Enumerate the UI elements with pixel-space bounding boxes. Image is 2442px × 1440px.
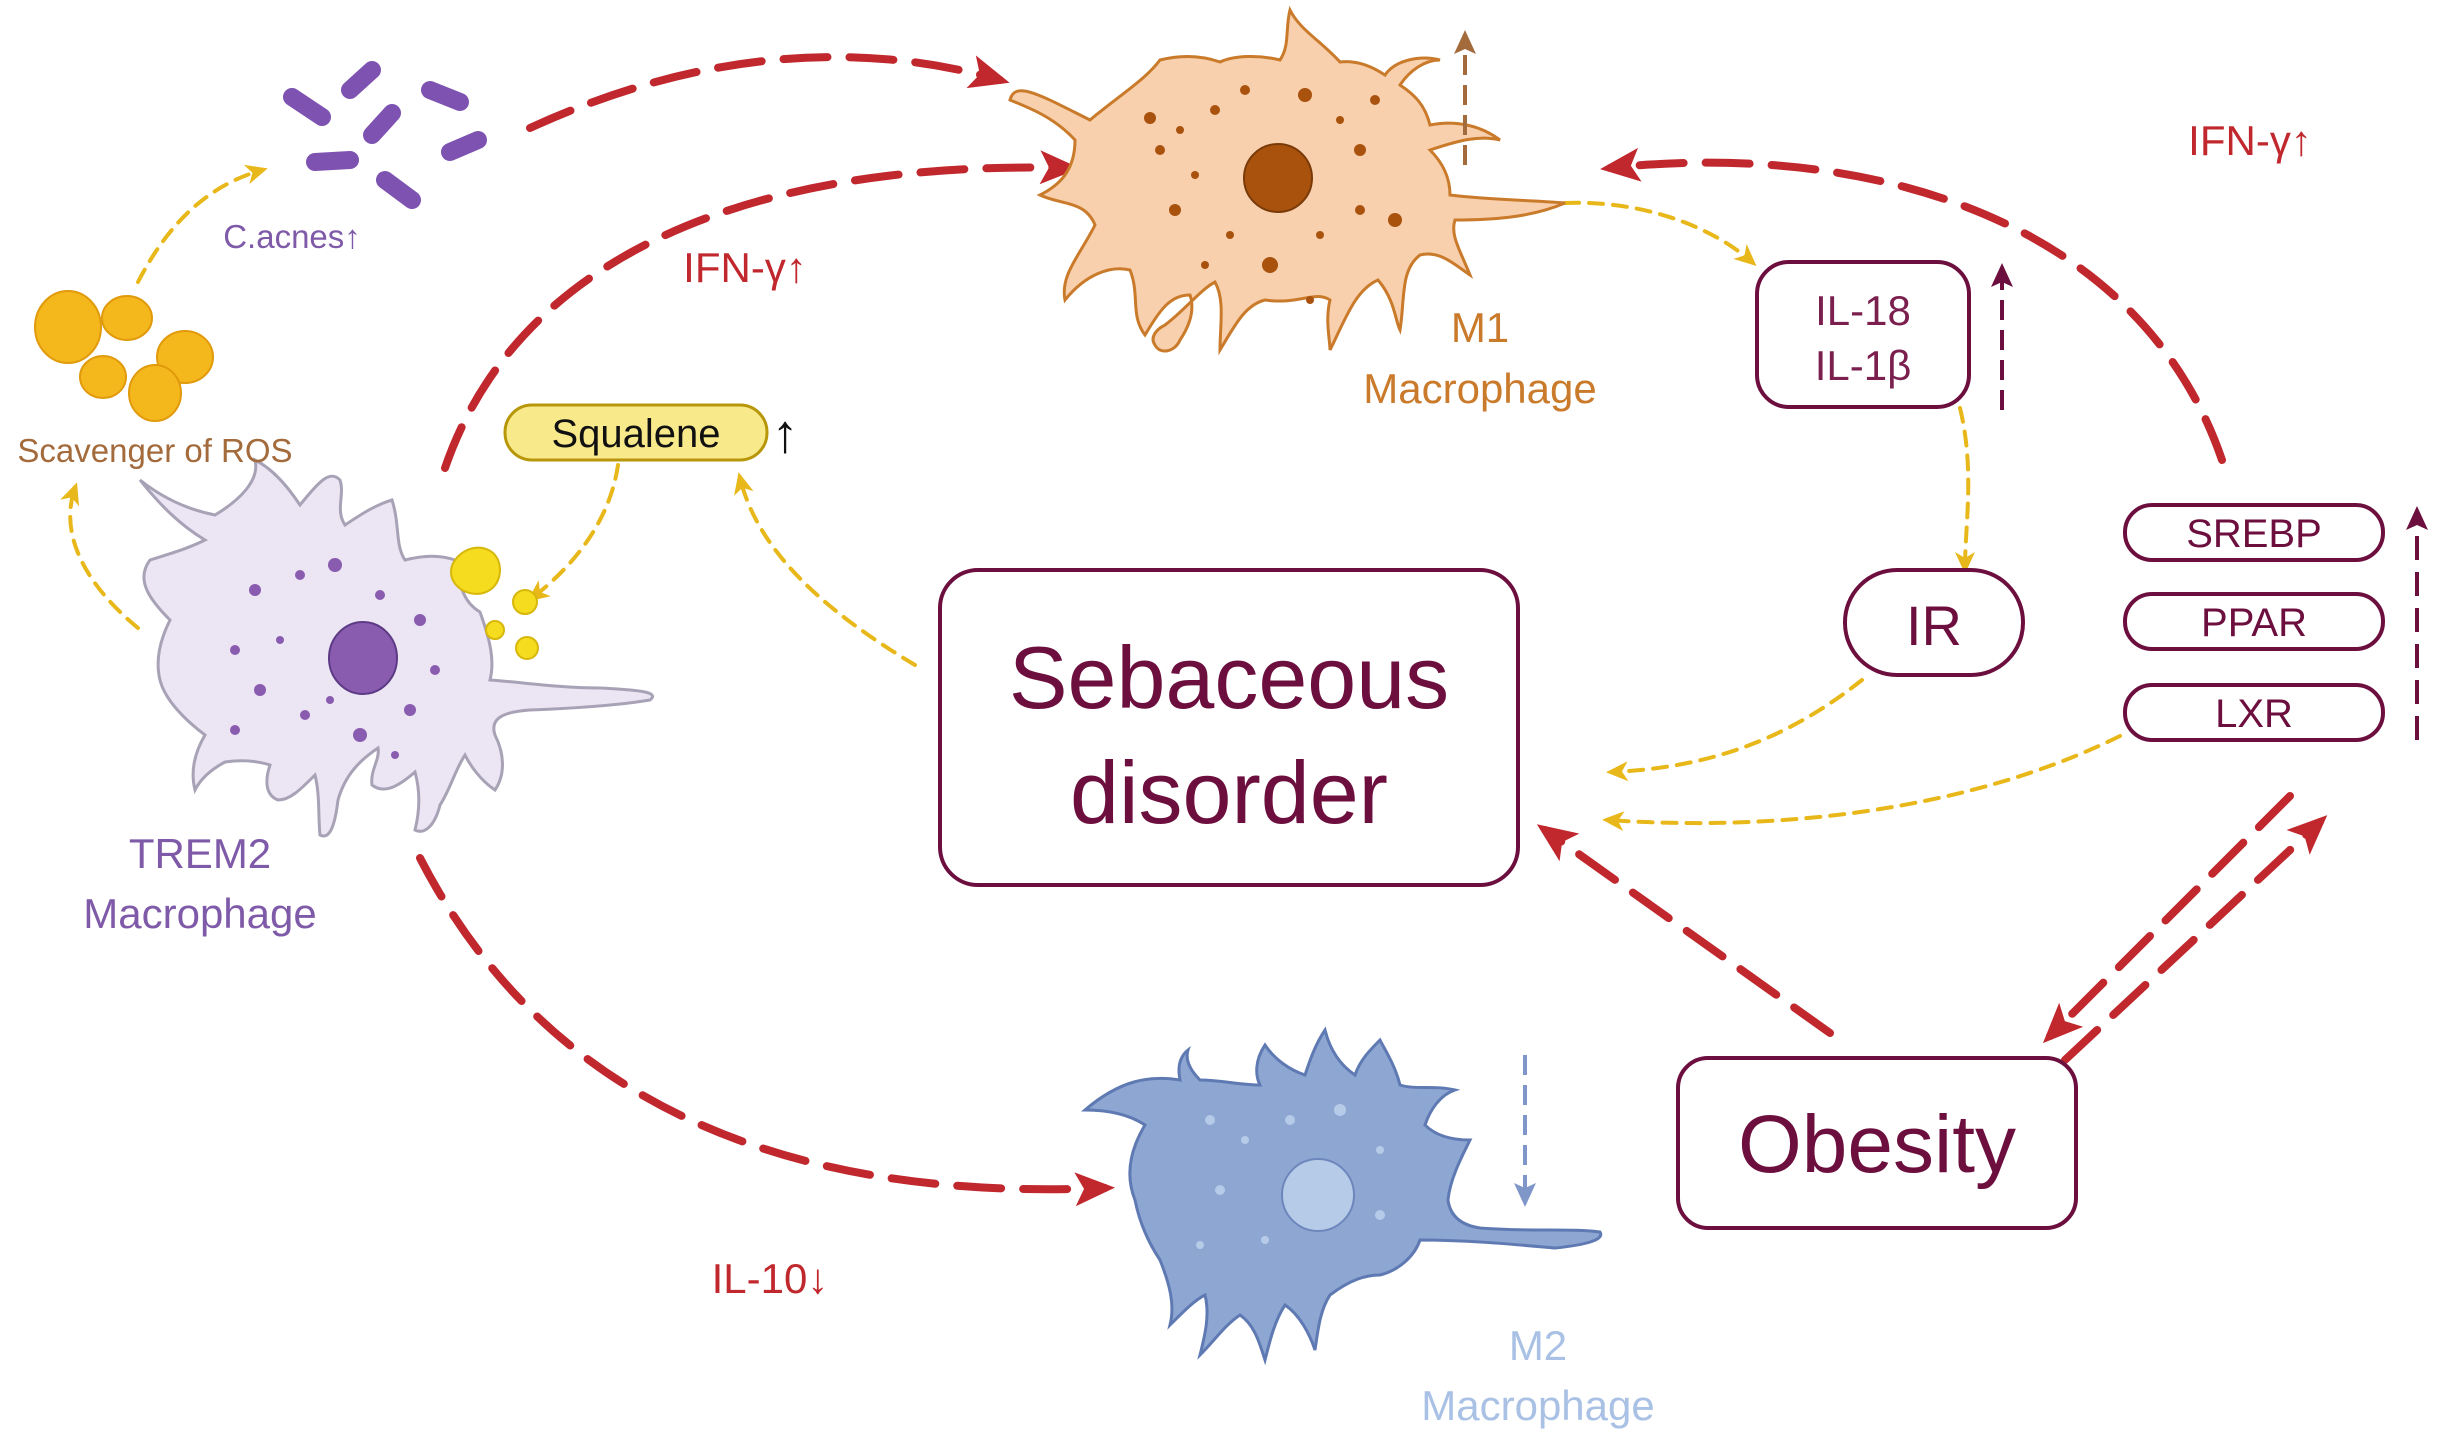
obesity-box: Obesity xyxy=(1676,1056,2078,1230)
sebaceous-line1: Sebaceous xyxy=(1009,628,1449,727)
m2-nucleus xyxy=(1281,1158,1355,1232)
arrow-trem2-to-scavenger xyxy=(60,482,140,630)
arrow-trem2-to-m1 xyxy=(441,150,1080,472)
ifn-gamma-right: IFN-γ↑ xyxy=(2188,117,2312,164)
ir-label: IR xyxy=(1906,594,1962,657)
arrow-m1-to-il18 xyxy=(1563,200,1757,266)
trem2-label-line1: TREM2 xyxy=(129,830,271,877)
trem2-nucleus xyxy=(328,621,398,695)
arrow-squalene-to-trem2 xyxy=(527,463,620,602)
arrow-cacnes-to-m1 xyxy=(526,53,1010,132)
cytokines-box: IL-18 IL-1β xyxy=(1755,260,1971,409)
ir-box: IR xyxy=(1843,568,2025,677)
squalene-up-arrow: ↑ xyxy=(772,404,799,464)
m1-label-line1: M1 xyxy=(1451,304,1509,351)
il10-label: IL-10↓ xyxy=(712,1255,829,1302)
svg-text:LXR: LXR xyxy=(2215,692,2293,736)
yellow-arrows xyxy=(60,164,2122,832)
trem2-label-line2: Macrophage xyxy=(83,890,316,937)
arrow-obesity-to-srebp xyxy=(2061,815,2328,1064)
m2-label-line1: M2 xyxy=(1509,1322,1567,1369)
scavenger-label: Scavenger of ROS xyxy=(17,432,292,469)
squalene-droplets xyxy=(449,546,539,660)
sebaceous-disorder-box: Sebaceous disorder xyxy=(938,568,1520,887)
m2-macrophage xyxy=(1080,1026,1603,1366)
transcription-factor-boxes: SREBP PPAR LXR xyxy=(2123,503,2385,742)
obesity-label: Obesity xyxy=(1738,1099,2016,1190)
svg-text:PPAR: PPAR xyxy=(2201,601,2307,645)
arrow-lxr-to-sebaceous xyxy=(1602,734,2122,832)
arrow-trem2-to-m2 xyxy=(416,854,1115,1207)
squalene-label: Squalene xyxy=(551,412,720,456)
m1-label-line2: Macrophage xyxy=(1363,365,1596,412)
arrow-obesity-to-sebaceous xyxy=(1536,824,1834,1037)
m1-nucleus xyxy=(1243,143,1313,213)
m2-label-line2: Macrophage xyxy=(1421,1382,1654,1429)
svg-text:SREBP: SREBP xyxy=(2186,512,2322,556)
cytokine-il18: IL-18 xyxy=(1815,287,1911,334)
cytokine-il1b: IL-1β xyxy=(1815,342,1912,389)
tf-srebp: SREBP xyxy=(2123,503,2385,562)
tf-lxr: LXR xyxy=(2123,683,2385,742)
tf-ppar: PPAR xyxy=(2123,592,2385,651)
m1-macrophage xyxy=(1008,5,1566,356)
arrow-srebp-to-obesity xyxy=(2042,792,2294,1044)
sebaceous-line2: disorder xyxy=(1070,743,1388,842)
m1-granules xyxy=(1144,85,1402,304)
red-arrows xyxy=(416,53,2328,1207)
arrow-il18-to-ir xyxy=(1955,406,1976,574)
cacnes-label: C.acnes↑ xyxy=(223,218,361,255)
arrow-sebaceous-to-squalene xyxy=(734,472,917,667)
arrow-scavenger-to-cacnes xyxy=(136,164,268,284)
ifn-gamma-left: IFN-γ↑ xyxy=(683,244,807,291)
arrow-ir-to-sebaceous xyxy=(1606,678,1864,782)
m2-granules xyxy=(1196,1104,1385,1249)
trem2-macrophage xyxy=(138,457,654,838)
squalene-pill: Squalene ↑ xyxy=(503,403,799,464)
cacnes-bacteria xyxy=(283,61,487,209)
ros-scavenger-blobs xyxy=(34,290,214,422)
trem2-granules xyxy=(230,558,440,759)
arrow-srebp-to-m1 xyxy=(1600,147,2226,464)
